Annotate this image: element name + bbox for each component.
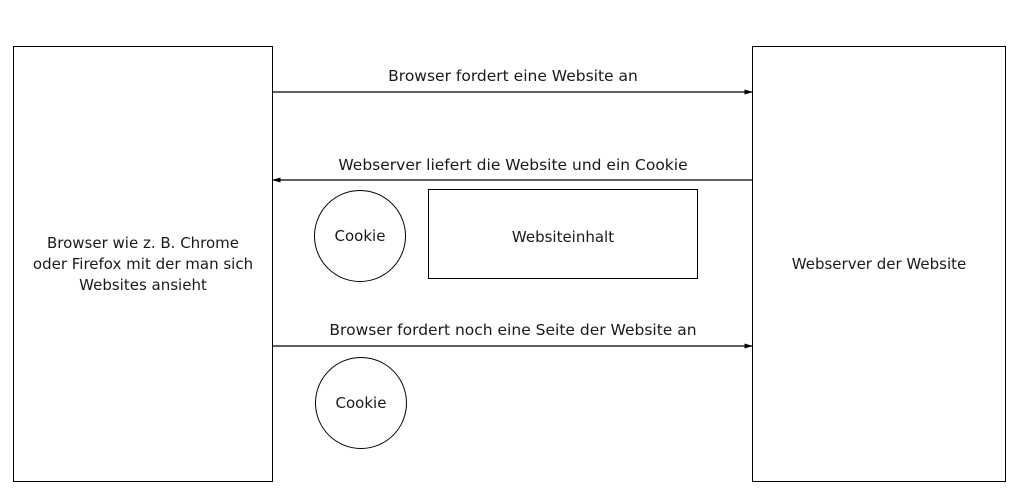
webserver-label: Webserver der Website [791,255,967,273]
request-1-label: Browser fordert eine Website an [388,67,638,85]
cookie-label-request: Cookie [335,394,387,412]
cookie-label-response: Cookie [334,227,386,245]
cookie-circle-request: Cookie [315,357,407,449]
website-content-label: Websiteinhalt [511,228,615,246]
request-2-label: Browser fordert noch eine Seite der Webs… [329,321,697,339]
browser-box: Browser wie z. B. Chrome oder Firefox mi… [13,46,273,482]
cookie-circle-response: Cookie [314,190,406,282]
response-label: Webserver liefert die Website und ein Co… [338,156,688,174]
browser-label: Browser wie z. B. Chrome oder Firefox mi… [32,233,254,294]
webserver-box: Webserver der Website [752,46,1006,482]
website-content-box: Websiteinhalt [428,189,698,279]
